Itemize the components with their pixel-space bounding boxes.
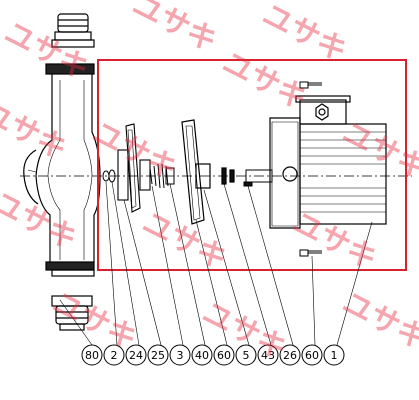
callout-label-43: 43 bbox=[261, 349, 275, 362]
watermark-stamp: ユサキ bbox=[257, 0, 353, 69]
callout-label-26: 26 bbox=[283, 349, 297, 362]
bolt-top bbox=[299, 81, 322, 89]
callout-label-1: 1 bbox=[331, 349, 338, 362]
callout-label-60: 60 bbox=[217, 349, 231, 362]
callout-balloon-43 bbox=[257, 344, 279, 366]
watermark-stamp: ユサキ bbox=[337, 285, 419, 357]
callout-balloon-1 bbox=[323, 344, 345, 366]
callout-label-5: 5 bbox=[243, 349, 250, 362]
callout-label-3: 3 bbox=[177, 349, 184, 362]
bolt-bottom bbox=[299, 249, 322, 257]
callout-balloon-80 bbox=[81, 344, 103, 366]
callout-label-24: 24 bbox=[129, 349, 143, 362]
callout-balloon-26 bbox=[279, 344, 301, 366]
motor-shaft bbox=[243, 169, 273, 187]
watermark-stamp: ユサキ bbox=[0, 95, 73, 167]
callout-balloon-60 bbox=[213, 344, 235, 366]
callout-balloon-25 bbox=[147, 344, 169, 366]
motor bbox=[269, 95, 387, 229]
callout-balloon-40 bbox=[191, 344, 213, 366]
callout-label-25: 25 bbox=[151, 349, 165, 362]
casing-cover bbox=[181, 119, 211, 225]
part-callouts: 80 2 24 25 3 40 60 5 43 26 60 1 bbox=[81, 344, 345, 366]
watermark-stamp: ユサキ bbox=[137, 205, 233, 277]
pump-casing bbox=[23, 13, 101, 331]
callout-balloon-2 bbox=[103, 344, 125, 366]
callout-balloon-3 bbox=[169, 344, 191, 366]
callout-label-60: 60 bbox=[305, 349, 319, 362]
callout-label-80: 80 bbox=[85, 349, 99, 362]
callout-balloon-24 bbox=[125, 344, 147, 366]
watermark-stamp: ユサキ bbox=[217, 45, 313, 117]
impeller bbox=[117, 123, 151, 213]
callout-label-2: 2 bbox=[111, 349, 118, 362]
leader-lines bbox=[59, 181, 373, 346]
highlight-box bbox=[97, 59, 407, 271]
watermark-stamp: ユサキ bbox=[0, 185, 83, 257]
watermark-stamp: ユサキ bbox=[127, 0, 223, 59]
watermark-stamp: ユサキ bbox=[287, 205, 383, 277]
callout-balloon-60 bbox=[301, 344, 323, 366]
callout-label-40: 40 bbox=[195, 349, 209, 362]
callout-balloon-5 bbox=[235, 344, 257, 366]
